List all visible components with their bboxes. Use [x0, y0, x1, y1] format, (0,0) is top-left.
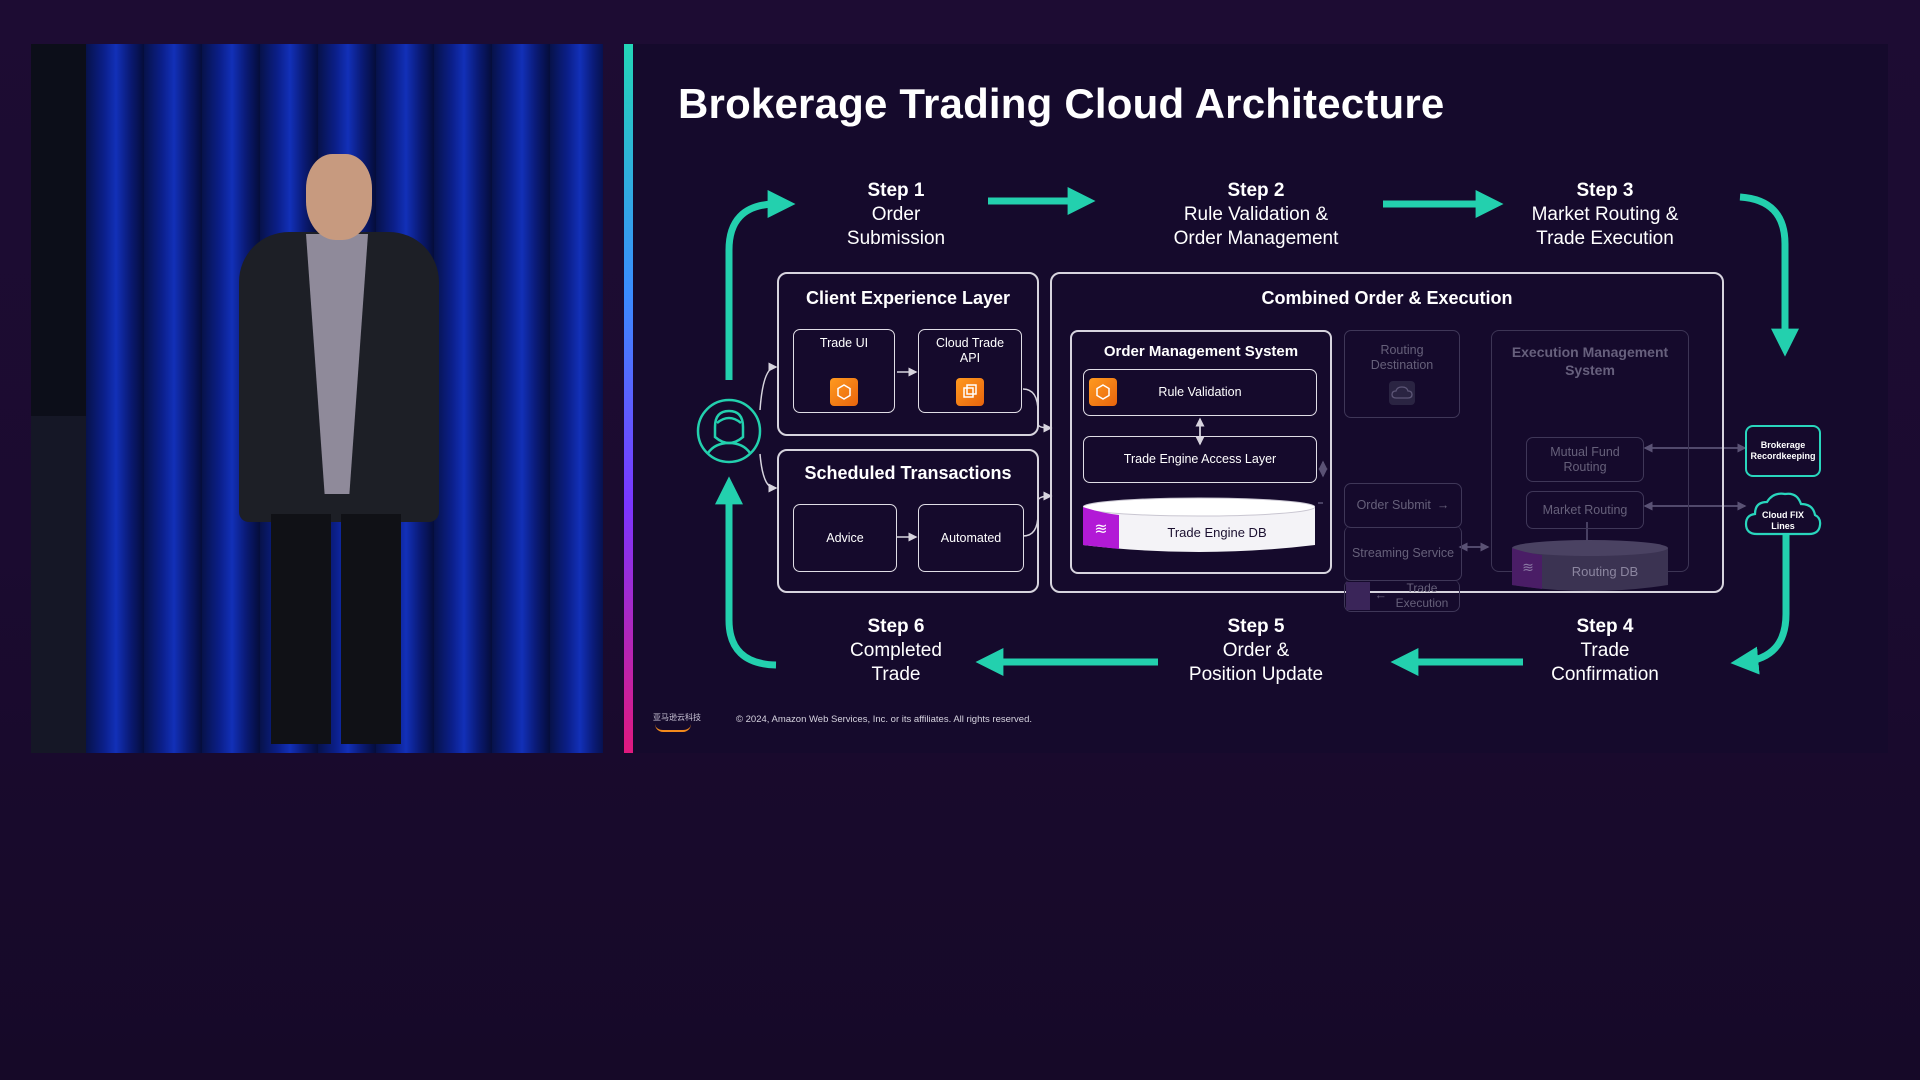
step-3-line2: Trade Execution	[1475, 227, 1735, 251]
step-5-number: Step 5	[1126, 615, 1386, 639]
aws-logo: 亚马逊云科技	[653, 712, 701, 723]
stage-wall	[31, 416, 86, 753]
trade-execution-label: Trade Execution	[1393, 581, 1451, 611]
trade-ui-label: Trade UI	[814, 336, 874, 351]
brokerage-recordkeeping-node: Brokerage Recordkeeping	[1745, 425, 1821, 477]
mutual-fund-routing-label: Mutual Fund Routing	[1545, 445, 1625, 475]
cloud-fix-lines-node: Cloud FIX Lines	[1743, 484, 1823, 540]
aws-lambda-icon	[1089, 378, 1117, 406]
step-1-line2: Submission	[766, 227, 1026, 251]
ems-title: Execution Management System	[1492, 343, 1688, 379]
step-6-number: Step 6	[766, 615, 1026, 639]
cloud-fix-lines-label: Cloud FIX Lines	[1755, 510, 1811, 532]
cloud-icon	[1389, 381, 1415, 405]
step-4-line1: Trade	[1475, 639, 1735, 663]
aws-smile-icon	[655, 724, 691, 732]
combined-order-execution-title: Combined Order & Execution	[1052, 288, 1722, 309]
step-2: Step 2 Rule Validation & Order Managemen…	[1126, 179, 1386, 251]
trade-engine-db: ≋ Trade Engine DB	[1083, 497, 1315, 555]
market-routing-node: Market Routing	[1526, 491, 1644, 529]
rule-validation-node: Rule Validation	[1083, 369, 1317, 416]
step-3-number: Step 3	[1475, 179, 1735, 203]
mutual-fund-routing-node: Mutual Fund Routing	[1526, 437, 1644, 482]
automated-node: Automated	[918, 504, 1024, 572]
step-1: Step 1 Order Submission	[766, 179, 1026, 251]
database-icon: ≋	[1089, 519, 1113, 541]
step-5: Step 5 Order & Position Update	[1126, 615, 1386, 687]
step-6-line2: Trade	[766, 663, 1026, 687]
step-3: Step 3 Market Routing & Trade Execution	[1475, 179, 1735, 251]
speaker-video	[31, 44, 603, 753]
step-6-line1: Completed	[766, 639, 1026, 663]
customer-icon	[695, 397, 763, 465]
scheduled-transactions-title: Scheduled Transactions	[779, 463, 1037, 484]
cloud-trade-api-label: Cloud Trade API	[930, 336, 1010, 366]
routing-db-label: Routing DB	[1542, 564, 1668, 579]
step-2-line2: Order Management	[1126, 227, 1386, 251]
aws-api-icon	[956, 378, 984, 406]
flow-arrow-right-step4	[1743, 520, 1786, 662]
routing-destination-label: Routing Destination	[1357, 343, 1447, 373]
slide-accent-bar	[624, 44, 633, 753]
streaming-service-node: Streaming Service	[1344, 526, 1462, 581]
step-4: Step 4 Trade Confirmation	[1475, 615, 1735, 687]
step-6: Step 6 Completed Trade	[766, 615, 1026, 687]
streaming-icon	[1346, 582, 1370, 610]
trade-engine-db-label: Trade Engine DB	[1119, 525, 1315, 540]
client-experience-title: Client Experience Layer	[779, 288, 1037, 309]
routing-db: ≋ Routing DB	[1512, 539, 1668, 595]
step-1-number: Step 1	[766, 179, 1026, 203]
copyright-notice: © 2024, Amazon Web Services, Inc. or its…	[736, 714, 1032, 725]
aws-compute-icon	[830, 378, 858, 406]
step-2-number: Step 2	[1126, 179, 1386, 203]
routing-db-icon: ≋	[1517, 559, 1539, 576]
trade-engine-access-layer-node: Trade Engine Access Layer	[1083, 436, 1317, 483]
oms-title: Order Management System	[1072, 343, 1330, 360]
step-3-line1: Market Routing &	[1475, 203, 1735, 227]
step-5-line1: Order &	[1126, 639, 1386, 663]
step-4-line2: Confirmation	[1475, 663, 1735, 687]
flow-arrow-step3-right	[1740, 197, 1785, 344]
brokerage-recordkeeping-label: Brokerage Recordkeeping	[1747, 440, 1819, 462]
order-submit-label: Order Submit	[1357, 498, 1431, 513]
step-1-line1: Order	[766, 203, 1026, 227]
order-submit-node: Order Submit→	[1344, 483, 1462, 528]
presentation-slide: Brokerage Trading Cloud Architecture	[633, 44, 1888, 753]
advice-node: Advice	[793, 504, 897, 572]
step-2-line1: Rule Validation &	[1126, 203, 1386, 227]
step-4-number: Step 4	[1475, 615, 1735, 639]
step-5-line2: Position Update	[1126, 663, 1386, 687]
